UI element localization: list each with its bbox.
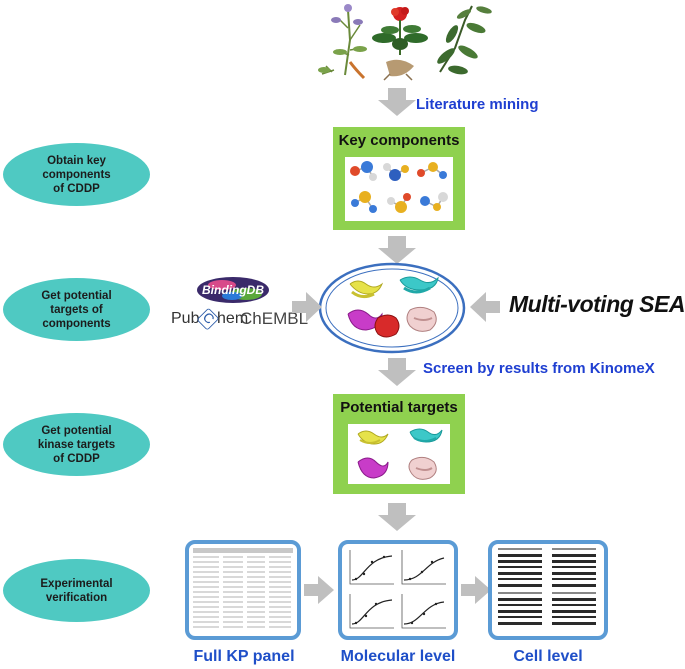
full-kp-panel-label: Full KP panel xyxy=(193,648,295,665)
cell-level-label: Cell level xyxy=(513,648,583,665)
potential-targets-box: Potential targets xyxy=(333,394,465,494)
oval-experimental-verification: Experimental verification xyxy=(3,559,150,622)
right-arrow-bottom-1 xyxy=(304,576,334,604)
left-arrow-sea xyxy=(470,292,500,322)
bindingdb-text: BindingDB xyxy=(202,283,264,297)
pubchem-logo: PubChem xyxy=(171,307,249,331)
right-arrow-bottom-2 xyxy=(461,576,491,604)
down-arrow-2 xyxy=(378,236,416,264)
down-arrow-4 xyxy=(378,503,416,531)
literature-mining-label: Literature mining xyxy=(416,96,539,113)
key-components-title: Key components xyxy=(338,132,460,149)
kinomex-screen-label: Screen by results from KinomeX xyxy=(423,360,655,377)
potential-targets-title: Potential targets xyxy=(340,399,458,416)
down-arrow-3 xyxy=(378,358,416,386)
key-components-box: Key components xyxy=(333,127,465,230)
dose-response-curves xyxy=(349,550,446,629)
key-components-image xyxy=(345,157,453,221)
potential-targets-image xyxy=(348,424,450,484)
pubchem-hem: hem xyxy=(217,310,249,327)
chembl-logo: ChEMBL xyxy=(240,309,309,328)
oval-get-potential-targets: Get potential targets of components xyxy=(3,278,150,341)
molecule-icons xyxy=(350,161,448,213)
protein-structures xyxy=(347,276,439,338)
multi-voting-sea-label: Multi-voting SEA xyxy=(509,291,685,317)
protein-targets-ellipse xyxy=(318,262,466,354)
herb-plant-1 xyxy=(318,4,367,80)
down-arrow-1 xyxy=(378,88,416,116)
bindingdb-logo-graphic xyxy=(197,277,269,303)
herb-plant-2 xyxy=(372,7,428,81)
cell-level-image xyxy=(488,540,608,640)
western-blots xyxy=(498,548,596,625)
kinase-structures xyxy=(357,428,443,480)
molecular-level-image xyxy=(338,540,458,640)
bindingdb-logo: BindingDB xyxy=(196,276,270,304)
oval-obtain-key-components: Obtain key components of CDDP xyxy=(3,143,150,206)
molecular-level-label: Molecular level xyxy=(340,648,456,665)
herbal-plants-illustration xyxy=(318,4,492,81)
pubchem-pub: Pub xyxy=(171,310,200,327)
right-arrow-databases xyxy=(292,292,322,322)
oval-get-kinase-targets: Get potential kinase targets of CDDP xyxy=(3,413,150,476)
kp-panel-table xyxy=(193,548,293,628)
full-kp-panel-image xyxy=(185,540,301,640)
herb-plant-3 xyxy=(437,5,492,75)
